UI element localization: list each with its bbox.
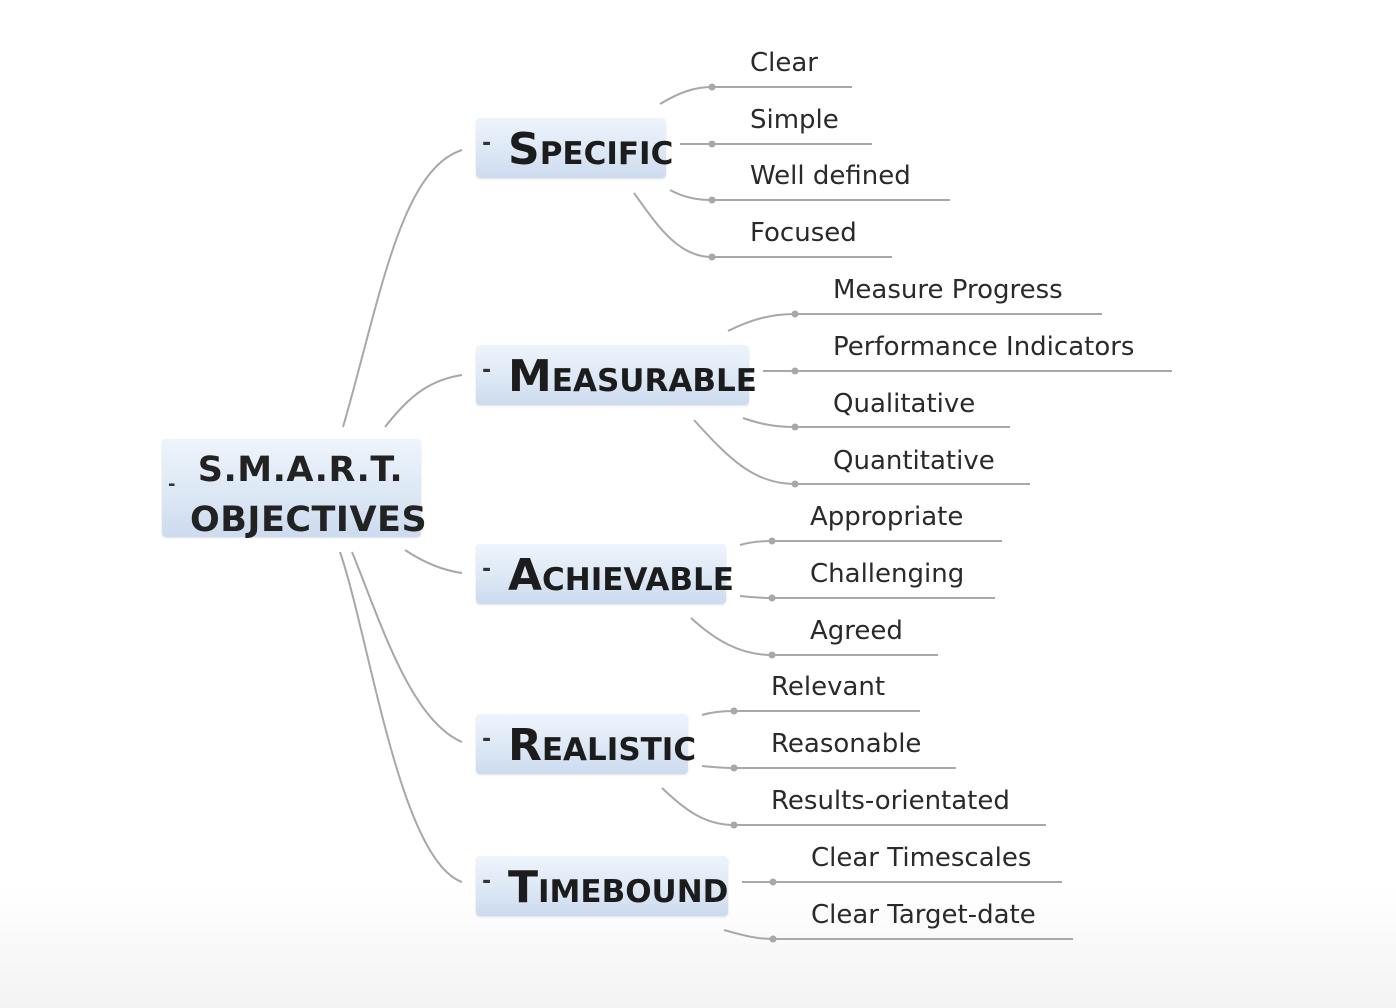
connector-measurable-measure-progress <box>727 313 1102 332</box>
node-achievable[interactable]: - Achievable <box>476 544 734 604</box>
node-measurable[interactable]: - Measurable <box>476 345 757 405</box>
connector-achievable-challenging <box>739 595 995 599</box>
leaf-agreed[interactable]: Agreed <box>810 616 903 646</box>
leaf-simple[interactable]: Simple <box>750 105 839 135</box>
connector-root-measurable <box>384 374 463 428</box>
node-specific[interactable]: - Specific <box>476 118 673 178</box>
connector-specific-clear <box>659 86 852 105</box>
connector-root-specific <box>342 149 463 428</box>
leaf-reasonable[interactable]: Reasonable <box>771 729 922 759</box>
node-timebound[interactable]: - Timebound <box>476 856 728 916</box>
leaf-well-defined[interactable]: Well defined <box>750 161 911 191</box>
leaf-performance-indicators[interactable]: Performance Indicators <box>833 332 1135 362</box>
timebound-collapse-toggle[interactable]: - <box>482 869 492 894</box>
connector-root-timebound <box>339 551 463 883</box>
root-node[interactable]: - S.M.A.R.T. OBJECTIVES <box>162 439 427 540</box>
connector-realistic-reasonable <box>701 765 956 769</box>
leaf-qualitative[interactable]: Qualitative <box>833 389 976 419</box>
leaf-relevant[interactable]: Relevant <box>771 672 886 702</box>
measurable-label: Measurable <box>508 351 757 402</box>
connector-measurable-quantitative <box>693 419 1030 485</box>
leaf-clear-timescales[interactable]: Clear Timescales <box>811 843 1032 873</box>
measurable-collapse-toggle[interactable]: - <box>482 358 492 383</box>
connector-achievable-appropriate <box>739 540 1002 546</box>
leaf-clear-target-date[interactable]: Clear Target-date <box>811 900 1036 930</box>
leaf-results-orientated[interactable]: Results-orientated <box>771 786 1010 816</box>
specific-label: Specific <box>508 124 674 175</box>
connector-root-achievable <box>404 549 463 574</box>
leaf-focused[interactable]: Focused <box>750 218 857 248</box>
leaf-challenging[interactable]: Challenging <box>810 559 965 589</box>
timebound-label: Timebound <box>508 862 729 913</box>
realistic-label: Realistic <box>508 720 697 771</box>
connector-measurable-qualitative <box>742 417 1010 428</box>
achievable-label: Achievable <box>508 550 734 601</box>
achievable-collapse-toggle[interactable]: - <box>482 557 492 582</box>
connector-root-realistic <box>351 551 463 743</box>
node-realistic[interactable]: - Realistic <box>476 714 696 774</box>
realistic-collapse-toggle[interactable]: - <box>482 727 492 752</box>
leaf-appropriate[interactable]: Appropriate <box>810 502 964 532</box>
root-collapse-toggle[interactable]: - <box>168 474 176 495</box>
connector-timebound-clear-target-date <box>723 929 1073 940</box>
root-label: S.M.A.R.T. OBJECTIVES <box>190 450 428 540</box>
specific-collapse-toggle[interactable]: - <box>482 131 492 156</box>
leaf-clear[interactable]: Clear <box>750 48 818 78</box>
leaf-quantitative[interactable]: Quantitative <box>833 446 995 476</box>
leaf-measure-progress[interactable]: Measure Progress <box>833 275 1063 305</box>
